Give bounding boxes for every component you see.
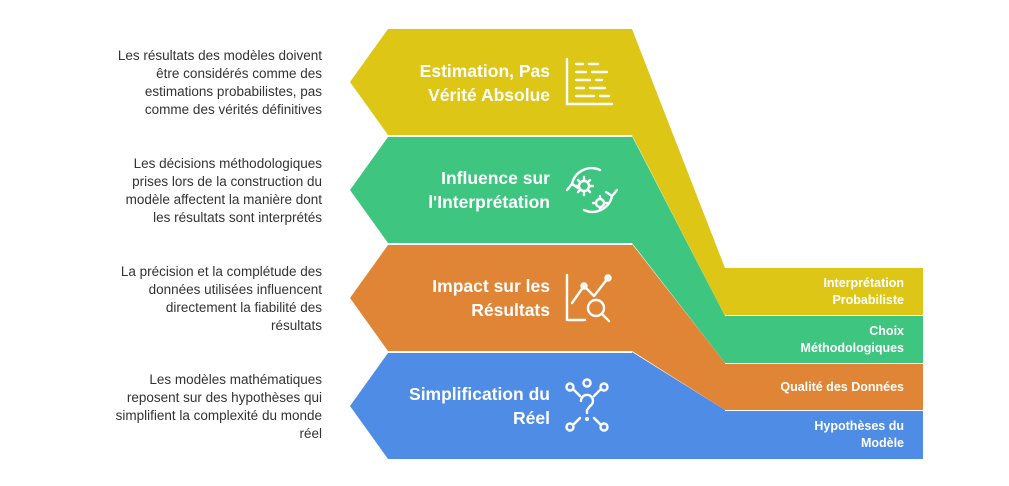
side-face-green xyxy=(632,136,725,363)
side-label-interpretation: Interprétation Probabiliste xyxy=(823,276,904,307)
side-block-green xyxy=(725,316,923,363)
chevron-orange xyxy=(350,245,632,351)
side-block-blue xyxy=(725,411,923,459)
side-face-orange xyxy=(632,244,725,410)
description-influence: Les décisions méthodologiques prises lor… xyxy=(125,156,322,225)
side-block-yellow xyxy=(725,268,923,315)
chevron-yellow xyxy=(350,29,632,135)
description-simplification: Les modèles mathématiques reposent sur d… xyxy=(115,372,322,441)
side-face-blue xyxy=(632,352,725,459)
chevron-green xyxy=(350,137,632,243)
histogram-icon xyxy=(565,57,614,106)
chart-search-icon xyxy=(565,273,612,323)
description-impact: La précision et la complétude des donnée… xyxy=(120,264,322,333)
stage-title-impact: Impact sur les Résultats xyxy=(432,276,550,320)
stage-title-simplification: Simplification du Réel xyxy=(409,384,550,428)
side-label-hypotheses: Hypothèses du Modèle xyxy=(814,419,904,450)
side-label-qualite: Qualité des Données xyxy=(780,380,904,394)
gears-cycle-icon xyxy=(565,166,619,214)
chevron-blue xyxy=(350,353,632,459)
side-face-yellow xyxy=(632,29,725,316)
stage-title-influence: Influence sur l'Interprétation xyxy=(428,168,550,212)
side-label-choix: Choix Méthodologiques xyxy=(800,324,904,355)
description-estimation: Les résultats des modèles doivent être c… xyxy=(117,48,322,117)
network-question-icon xyxy=(565,378,609,432)
side-block-orange xyxy=(725,364,923,410)
stage-title-estimation: Estimation, Pas Vérité Absolue xyxy=(419,61,550,105)
